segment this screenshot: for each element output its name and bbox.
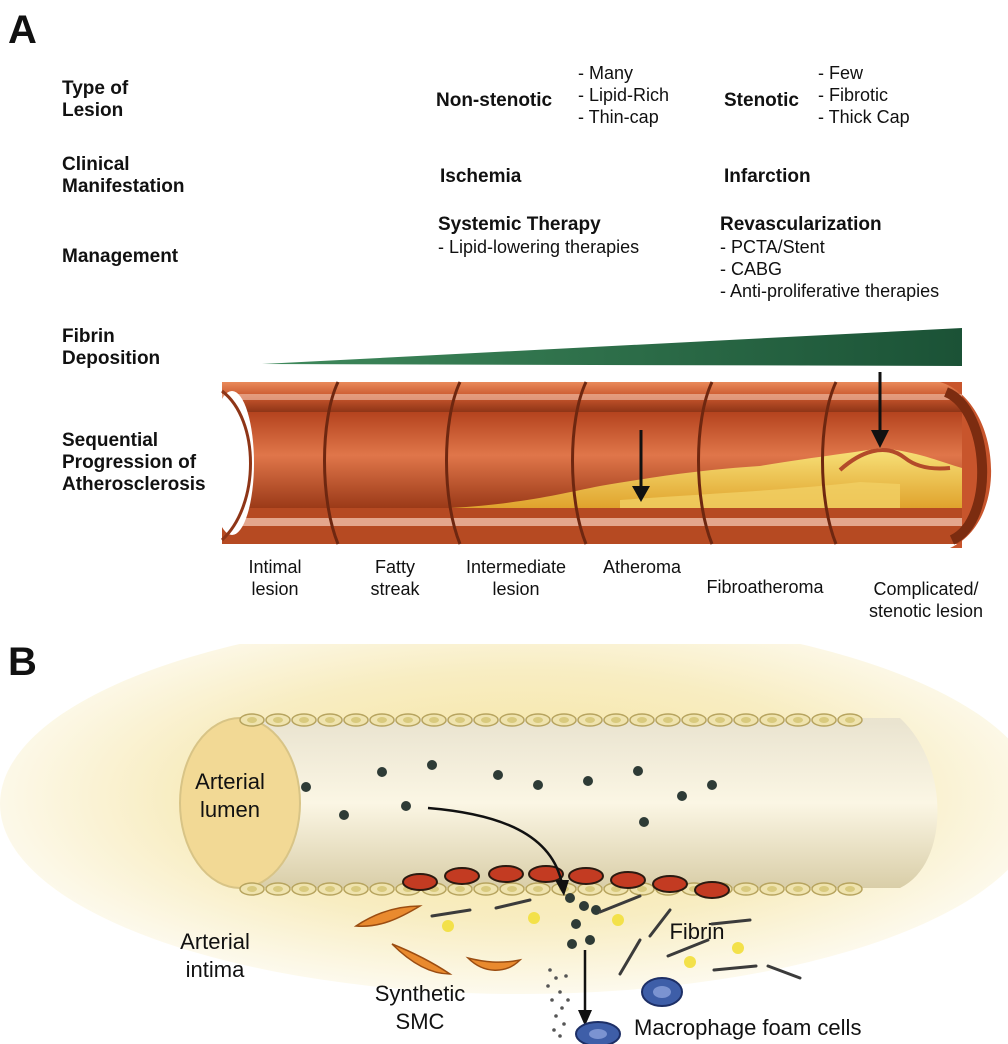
endothelial-cell-nucleus [767, 717, 777, 723]
endothelial-cell-nucleus [507, 886, 517, 892]
endothelial-cell-nucleus [325, 886, 335, 892]
stage-complicated-lesion: Complicated/stenotic lesion [846, 578, 1006, 622]
endothelial-cell-nucleus [663, 717, 673, 723]
endothelial-cell-nucleus [299, 886, 309, 892]
panel-a-illustration [0, 0, 1008, 560]
endothelial-cell-nucleus [585, 717, 595, 723]
endothelial-cell-nucleus [559, 717, 569, 723]
endothelial-cell-nucleus [351, 886, 361, 892]
endothelial-cell-nucleus [247, 717, 257, 723]
macrophage-foam-cells-label: Macrophage foam cells [634, 1014, 954, 1042]
panel-b-illustration [0, 644, 1008, 1044]
activated-endothelial-cell [695, 882, 729, 898]
endothelial-cell-nucleus [741, 717, 751, 723]
fibrin-label: Fibrin [652, 918, 742, 946]
endothelial-cell-nucleus [611, 717, 621, 723]
artery-vessel [210, 382, 991, 548]
endothelial-cell-nucleus [403, 717, 413, 723]
activated-endothelial-cell [569, 868, 603, 884]
endothelial-cell-nucleus [351, 717, 361, 723]
endothelial-cell-nucleus [845, 886, 855, 892]
foam-cell-2 [576, 1022, 620, 1044]
endothelial-cell-nucleus [819, 886, 829, 892]
endothelial-cell-nucleus [533, 886, 543, 892]
endothelial-cell-nucleus [793, 886, 803, 892]
endothelial-cell-nucleus [377, 717, 387, 723]
endothelial-cell-nucleus [767, 886, 777, 892]
endothelial-cell-nucleus [507, 717, 517, 723]
endothelial-cell-nucleus [533, 717, 543, 723]
endothelial-cell-nucleus [689, 717, 699, 723]
endothelial-cell-nucleus [377, 886, 387, 892]
stage-fibroatheroma: Fibroatheroma [690, 576, 840, 598]
endothelial-cell-nucleus [793, 717, 803, 723]
endothelial-cell-nucleus [741, 886, 751, 892]
endothelial-cell-nucleus [715, 717, 725, 723]
endothelial-cell-nucleus [273, 717, 283, 723]
endothelial-cell-nucleus [585, 886, 595, 892]
endothelial-cell-nucleus [481, 886, 491, 892]
endothelial-cell-nucleus [455, 886, 465, 892]
endothelial-cell-nucleus [325, 717, 335, 723]
endothelial-cell-nucleus [845, 717, 855, 723]
endothelial-cell-nucleus [637, 717, 647, 723]
stage-atheroma: Atheroma [590, 556, 694, 578]
endothelial-cell-nucleus [455, 717, 465, 723]
fibrin-deposition-wedge [262, 328, 962, 366]
endothelial-cell-nucleus [299, 717, 309, 723]
activated-endothelial-cell [489, 866, 523, 882]
activated-endothelial-cell [611, 872, 645, 888]
endothelial-cell-nucleus [429, 717, 439, 723]
activated-endothelial-cell [653, 876, 687, 892]
endothelial-cell-nucleus [273, 886, 283, 892]
endothelial-cell-nucleus [819, 717, 829, 723]
activated-endothelial-cell [445, 868, 479, 884]
activated-endothelial-cell [403, 874, 437, 890]
lumen-tube [180, 718, 938, 888]
endothelial-cell-nucleus [481, 717, 491, 723]
endothelial-cell-nucleus [247, 886, 257, 892]
foam-cell-1 [642, 978, 682, 1006]
